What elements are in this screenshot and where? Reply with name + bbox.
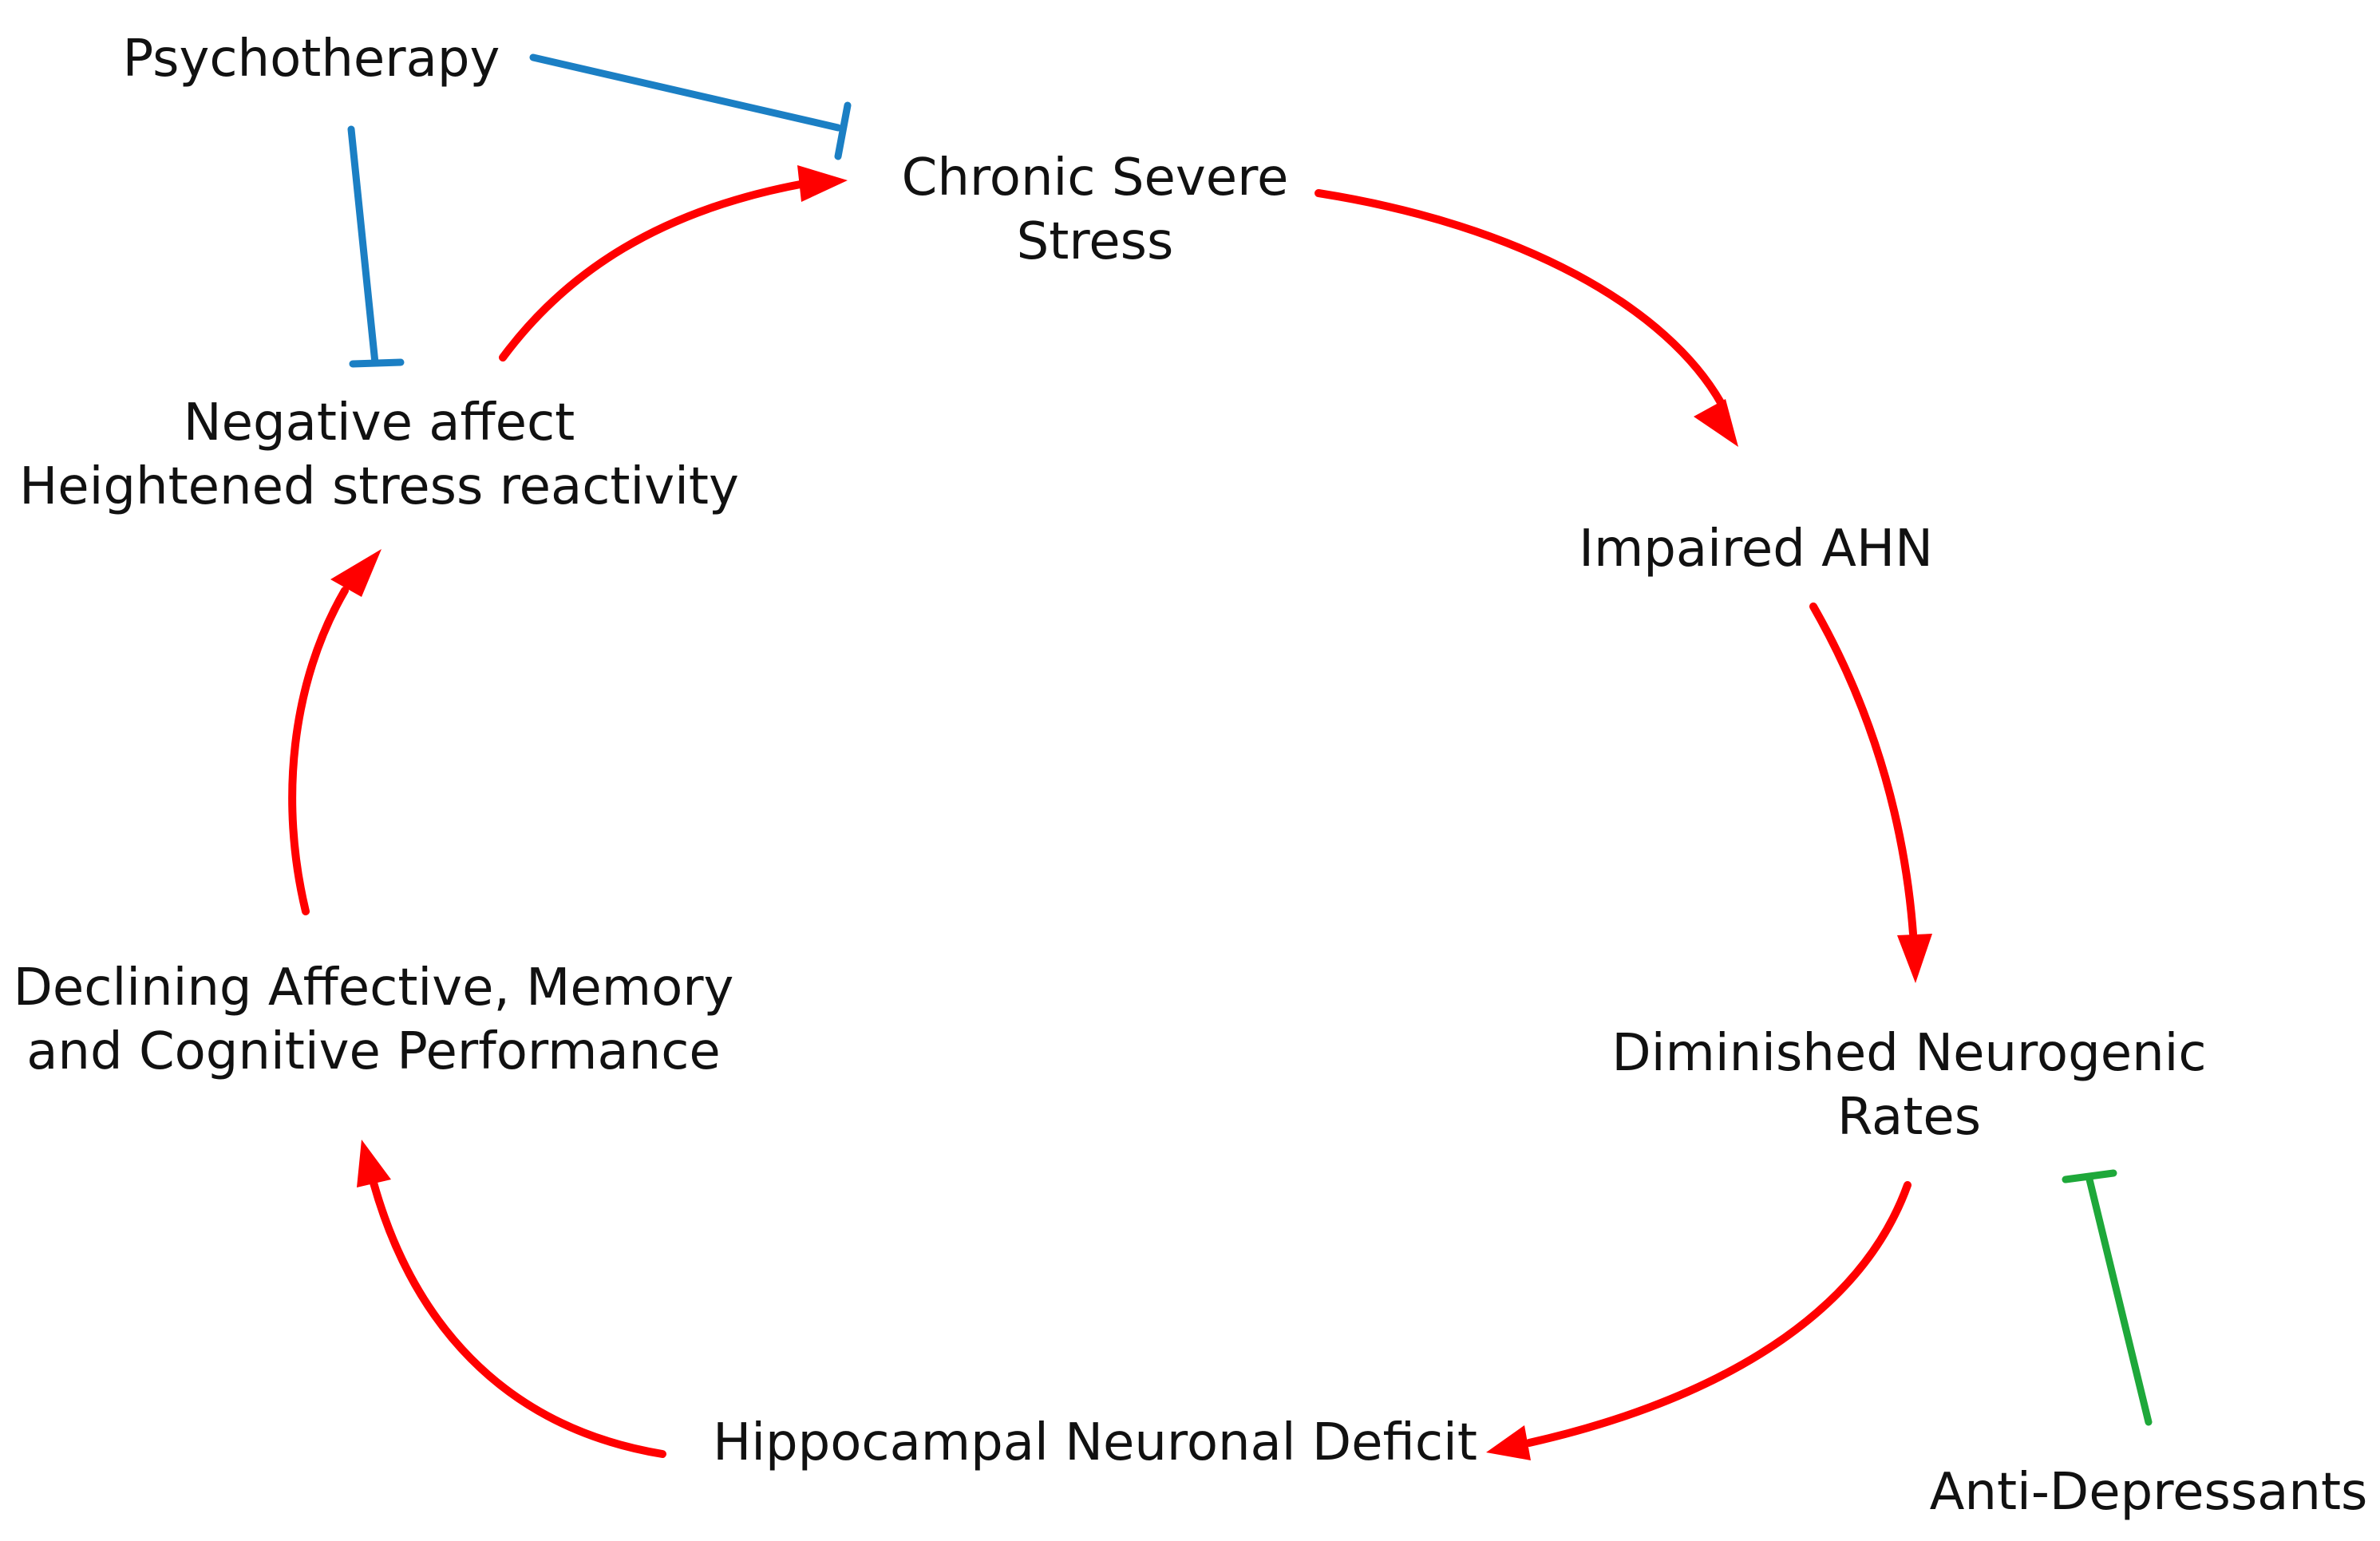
node-psychotherapy: Psychotherapy (123, 27, 500, 91)
node-affect-line2: Heightened stress reactivity (19, 457, 739, 516)
node-anti-depressants: Anti-Depressants (1930, 1460, 2368, 1524)
edge-antidepressants-inhibit-neurogenic (2062, 1169, 2153, 1426)
node-affect-line1: Negative affect (183, 393, 575, 452)
node-chronic-severe-stress: Chronic Severe Stress (902, 146, 1289, 274)
edge-affect-to-stress (499, 165, 848, 362)
edge-psychotherapy-inhibits-affect (347, 125, 405, 368)
node-neurogenic-line2: Rates (1836, 1088, 1982, 1147)
edge-deficit-to-declining (357, 1140, 666, 1458)
edge-stress-to-ahn (1315, 189, 1738, 447)
node-stress-line1: Chronic Severe (901, 148, 1289, 207)
node-ahn-text: Impaired AHN (1579, 520, 1933, 579)
edge-psychotherapy-inhibits-stress (529, 53, 852, 160)
cycle-arrows (288, 165, 1932, 1460)
edge-neurogenic-to-deficit (1486, 1181, 1912, 1460)
node-antidepressants-text: Anti-Depressants (1929, 1463, 2368, 1522)
node-deficit-text: Hippocampal Neuronal Deficit (713, 1413, 1477, 1472)
node-hippocampal-neuronal-deficit: Hippocampal Neuronal Deficit (713, 1411, 1477, 1475)
node-impaired-ahn: Impaired AHN (1579, 517, 1933, 581)
node-diminished-neurogenic-rates: Diminished Neurogenic Rates (1611, 1021, 2206, 1149)
node-neurogenic-line1: Diminished Neurogenic (1611, 1024, 2207, 1083)
node-psychotherapy-text: Psychotherapy (122, 30, 500, 89)
node-declining-performance: Declining Affective, Memory and Cognitiv… (14, 956, 734, 1084)
node-negative-affect: Negative affect Heightened stress reacti… (19, 391, 739, 519)
edge-ahn-to-neurogenic (1809, 603, 1932, 983)
node-stress-line2: Stress (1016, 212, 1174, 271)
edge-declining-to-affect (288, 549, 382, 915)
node-declining-line1: Declining Affective, Memory (13, 958, 734, 1017)
node-declining-line2: and Cognitive Performance (26, 1022, 721, 1081)
